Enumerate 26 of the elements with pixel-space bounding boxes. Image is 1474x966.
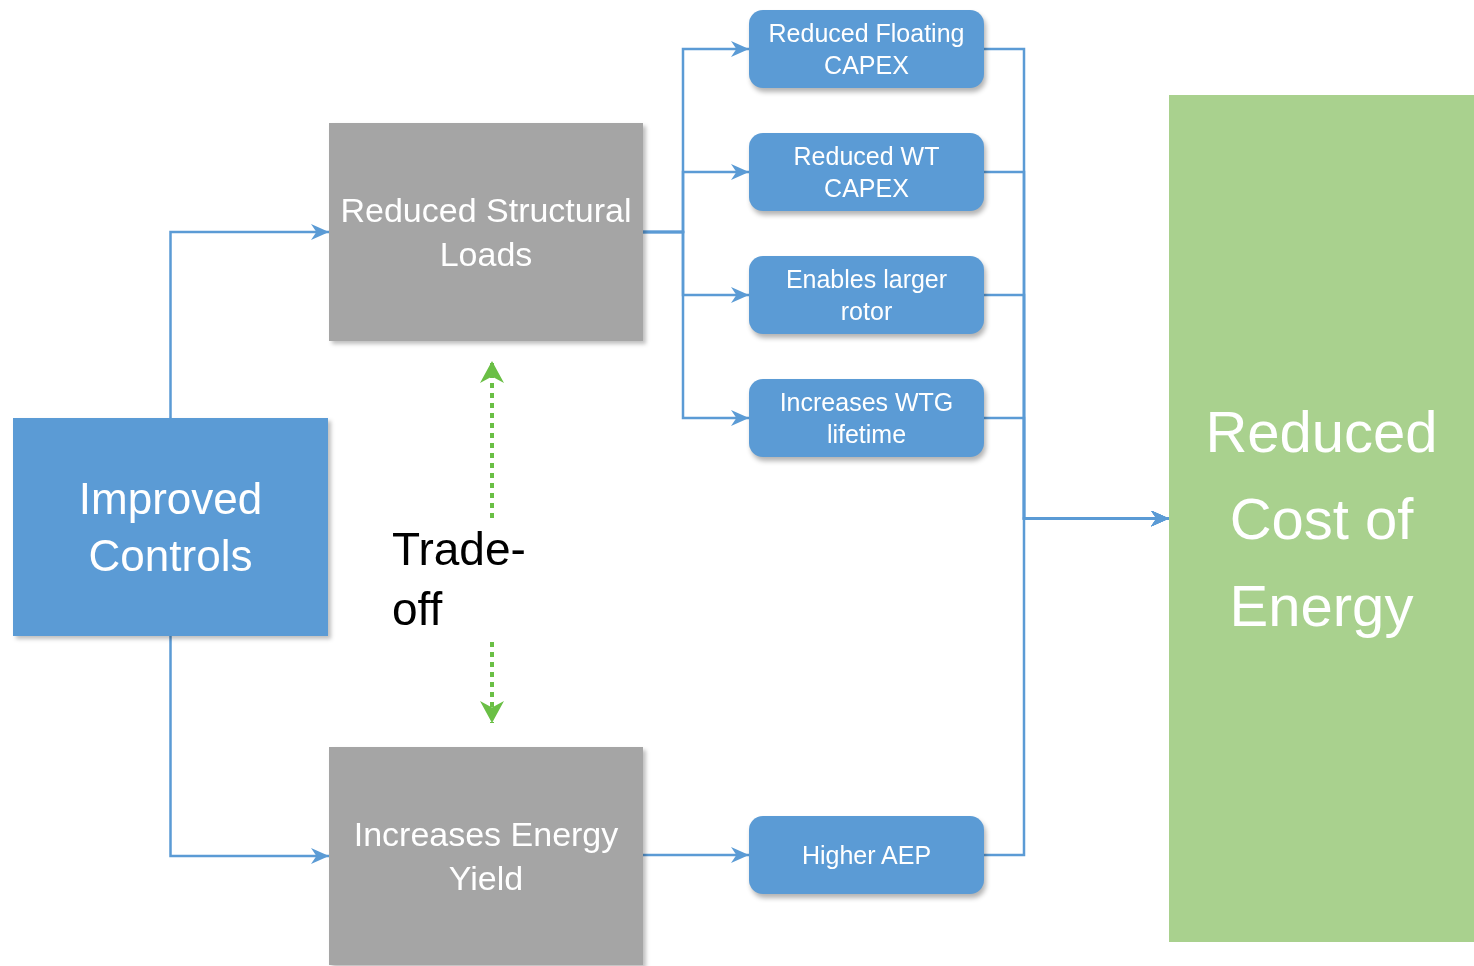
box-label: Increases Energy Yield	[352, 813, 620, 899]
outcome-box	[1169, 95, 1474, 942]
box-label: Higher AEP	[801, 839, 932, 871]
dotted-arrow	[480, 361, 504, 518]
process-box	[13, 418, 328, 636]
box-label: Reduced Structural Loads	[339, 189, 633, 275]
box-label: Reduced WT CAPEX	[792, 140, 941, 204]
process-box	[329, 747, 643, 965]
connector-arrow	[643, 230, 749, 426]
benefit-box	[749, 816, 984, 894]
connector-arrow	[169, 636, 329, 864]
dotted-arrow	[480, 642, 504, 723]
box-label: Enables larger rotor	[784, 263, 949, 327]
benefit-box	[749, 379, 984, 457]
benefit-box	[749, 256, 984, 334]
box-label: Increases WTG lifetime	[778, 386, 955, 450]
connector-arrow	[984, 510, 1169, 857]
benefit-box	[749, 10, 984, 88]
box-label: Reduced Floating CAPEX	[767, 17, 966, 81]
trade-off-label: Trade- off	[392, 522, 527, 637]
connector-arrow	[643, 847, 749, 863]
benefit-box	[749, 133, 984, 211]
process-box	[329, 123, 643, 341]
connector-arrow	[169, 224, 329, 418]
box-label: Improved Controls	[77, 472, 264, 582]
box-label: Reduced Cost of Energy	[1204, 398, 1439, 640]
